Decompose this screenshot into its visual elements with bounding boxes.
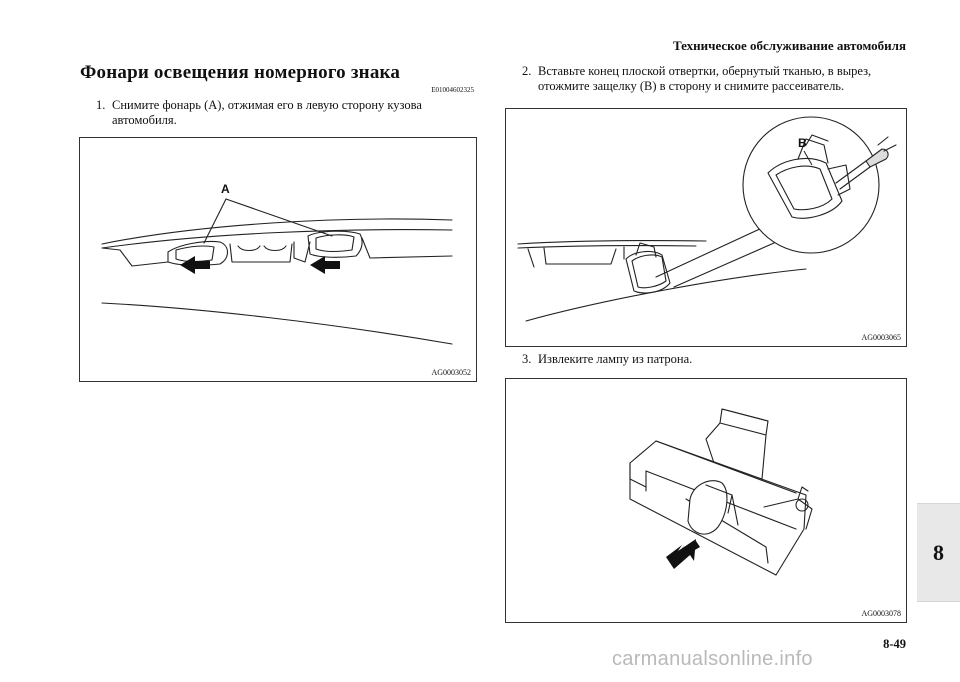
figure-lens-removal: B AG0003065 xyxy=(505,108,907,347)
callout-letter-a: A xyxy=(221,182,230,196)
section-title: Фонари освещения номерного знака xyxy=(80,62,401,83)
step-3: 3. Извлеките лампу из патрона. xyxy=(522,352,912,367)
step-2-line-1: Вставьте конец плоской отвертки, обернут… xyxy=(538,64,872,78)
step-2-number: 2. xyxy=(522,64,532,78)
section-code: E01004602325 xyxy=(431,86,474,94)
step-1-number: 1. xyxy=(96,98,106,112)
figure-code: AG0003065 xyxy=(861,333,901,342)
step-3-number: 3. xyxy=(522,352,532,366)
step-2-line-2: отожмите защелку (B) в сторону и снимите… xyxy=(538,79,845,93)
figure-bulb-removal: AG0003078 xyxy=(505,378,907,623)
pull-direction-arrow-icon xyxy=(666,539,696,569)
figure-code: AG0003052 xyxy=(431,368,471,377)
page-number: 8-49 xyxy=(883,637,906,651)
chapter-tab: 8 xyxy=(917,503,960,602)
lens-removal-illustration: B xyxy=(517,116,897,322)
arrow-left-icon xyxy=(180,256,210,274)
figure-license-lamp-removal: A AG0003052 xyxy=(79,137,477,382)
running-header: Техническое обслуживание автомобиля xyxy=(672,38,906,53)
arrow-left-icon xyxy=(310,256,340,274)
figure-code: AG0003078 xyxy=(861,609,901,618)
step-2: 2. Вставьте конец плоской отвертки, оберн… xyxy=(522,64,912,94)
watermark: carmanualsonline.info xyxy=(612,648,813,670)
callout-letter-b: B xyxy=(798,136,807,150)
step-1: 1. Снимите фонарь (A), отжимая его в леву… xyxy=(96,98,476,128)
step-1-line-2: автомобиля. xyxy=(112,113,177,127)
step-3-line-1: Извлеките лампу из патрона. xyxy=(538,352,693,366)
license-lamp-removal-illustration: A xyxy=(101,182,453,345)
chapter-number: 8 xyxy=(933,540,944,565)
bulb-removal-illustration xyxy=(629,408,813,576)
step-1-line-1: Снимите фонарь (A), отжимая его в левую … xyxy=(112,98,422,112)
